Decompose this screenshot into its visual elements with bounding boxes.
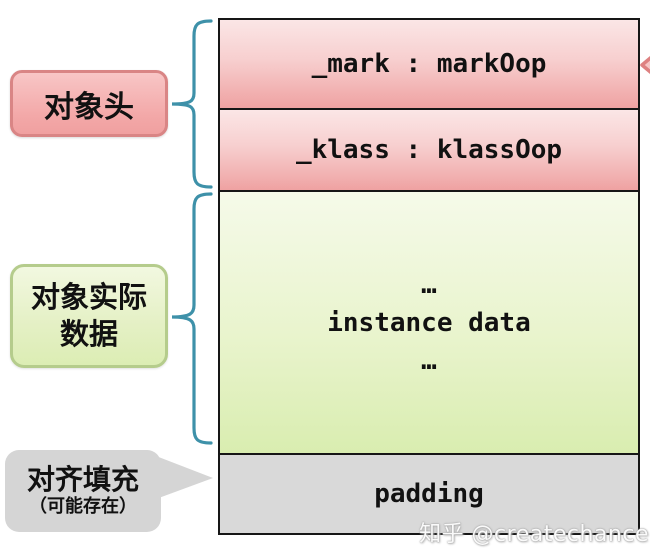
mark-row-label: _mark : markOop [311, 49, 547, 79]
klass-row-label: _klass : klassOop [295, 135, 563, 165]
memory-row-instance-data: … instance data … [220, 190, 638, 453]
instance-data-label-line1: 对象实际 [30, 280, 147, 314]
padding-callout-label: 对齐填充 （可能存在） [5, 450, 161, 532]
padding-row-label: padding [374, 479, 484, 509]
memory-layout-column: _mark : markOop _klass : klassOop … inst… [218, 18, 640, 535]
memory-row-mark: _mark : markOop [220, 20, 638, 108]
watermark: 知乎 @createchance [419, 522, 649, 547]
callout-pointer [156, 456, 213, 499]
memory-row-klass: _klass : klassOop [220, 108, 638, 190]
curly-brace-instance-data-icon [171, 192, 213, 445]
curly-brace-object-header-icon [171, 19, 213, 189]
left-arrow-icon [640, 56, 650, 74]
ellipsis-bottom: … [421, 345, 437, 376]
object-header-label-text: 对象头 [44, 89, 134, 125]
padding-callout-line1: 对齐填充 [26, 463, 139, 496]
instance-data-row-label: instance data [327, 307, 531, 338]
memory-row-padding: padding [220, 453, 638, 533]
instance-data-label-line2: 数据 [59, 317, 118, 351]
ellipsis-top: … [421, 269, 437, 300]
instance-data-label: 对象实际 数据 [10, 264, 168, 368]
padding-callout-line2: （可能存在） [29, 496, 137, 517]
object-header-label: 对象头 [10, 70, 168, 137]
